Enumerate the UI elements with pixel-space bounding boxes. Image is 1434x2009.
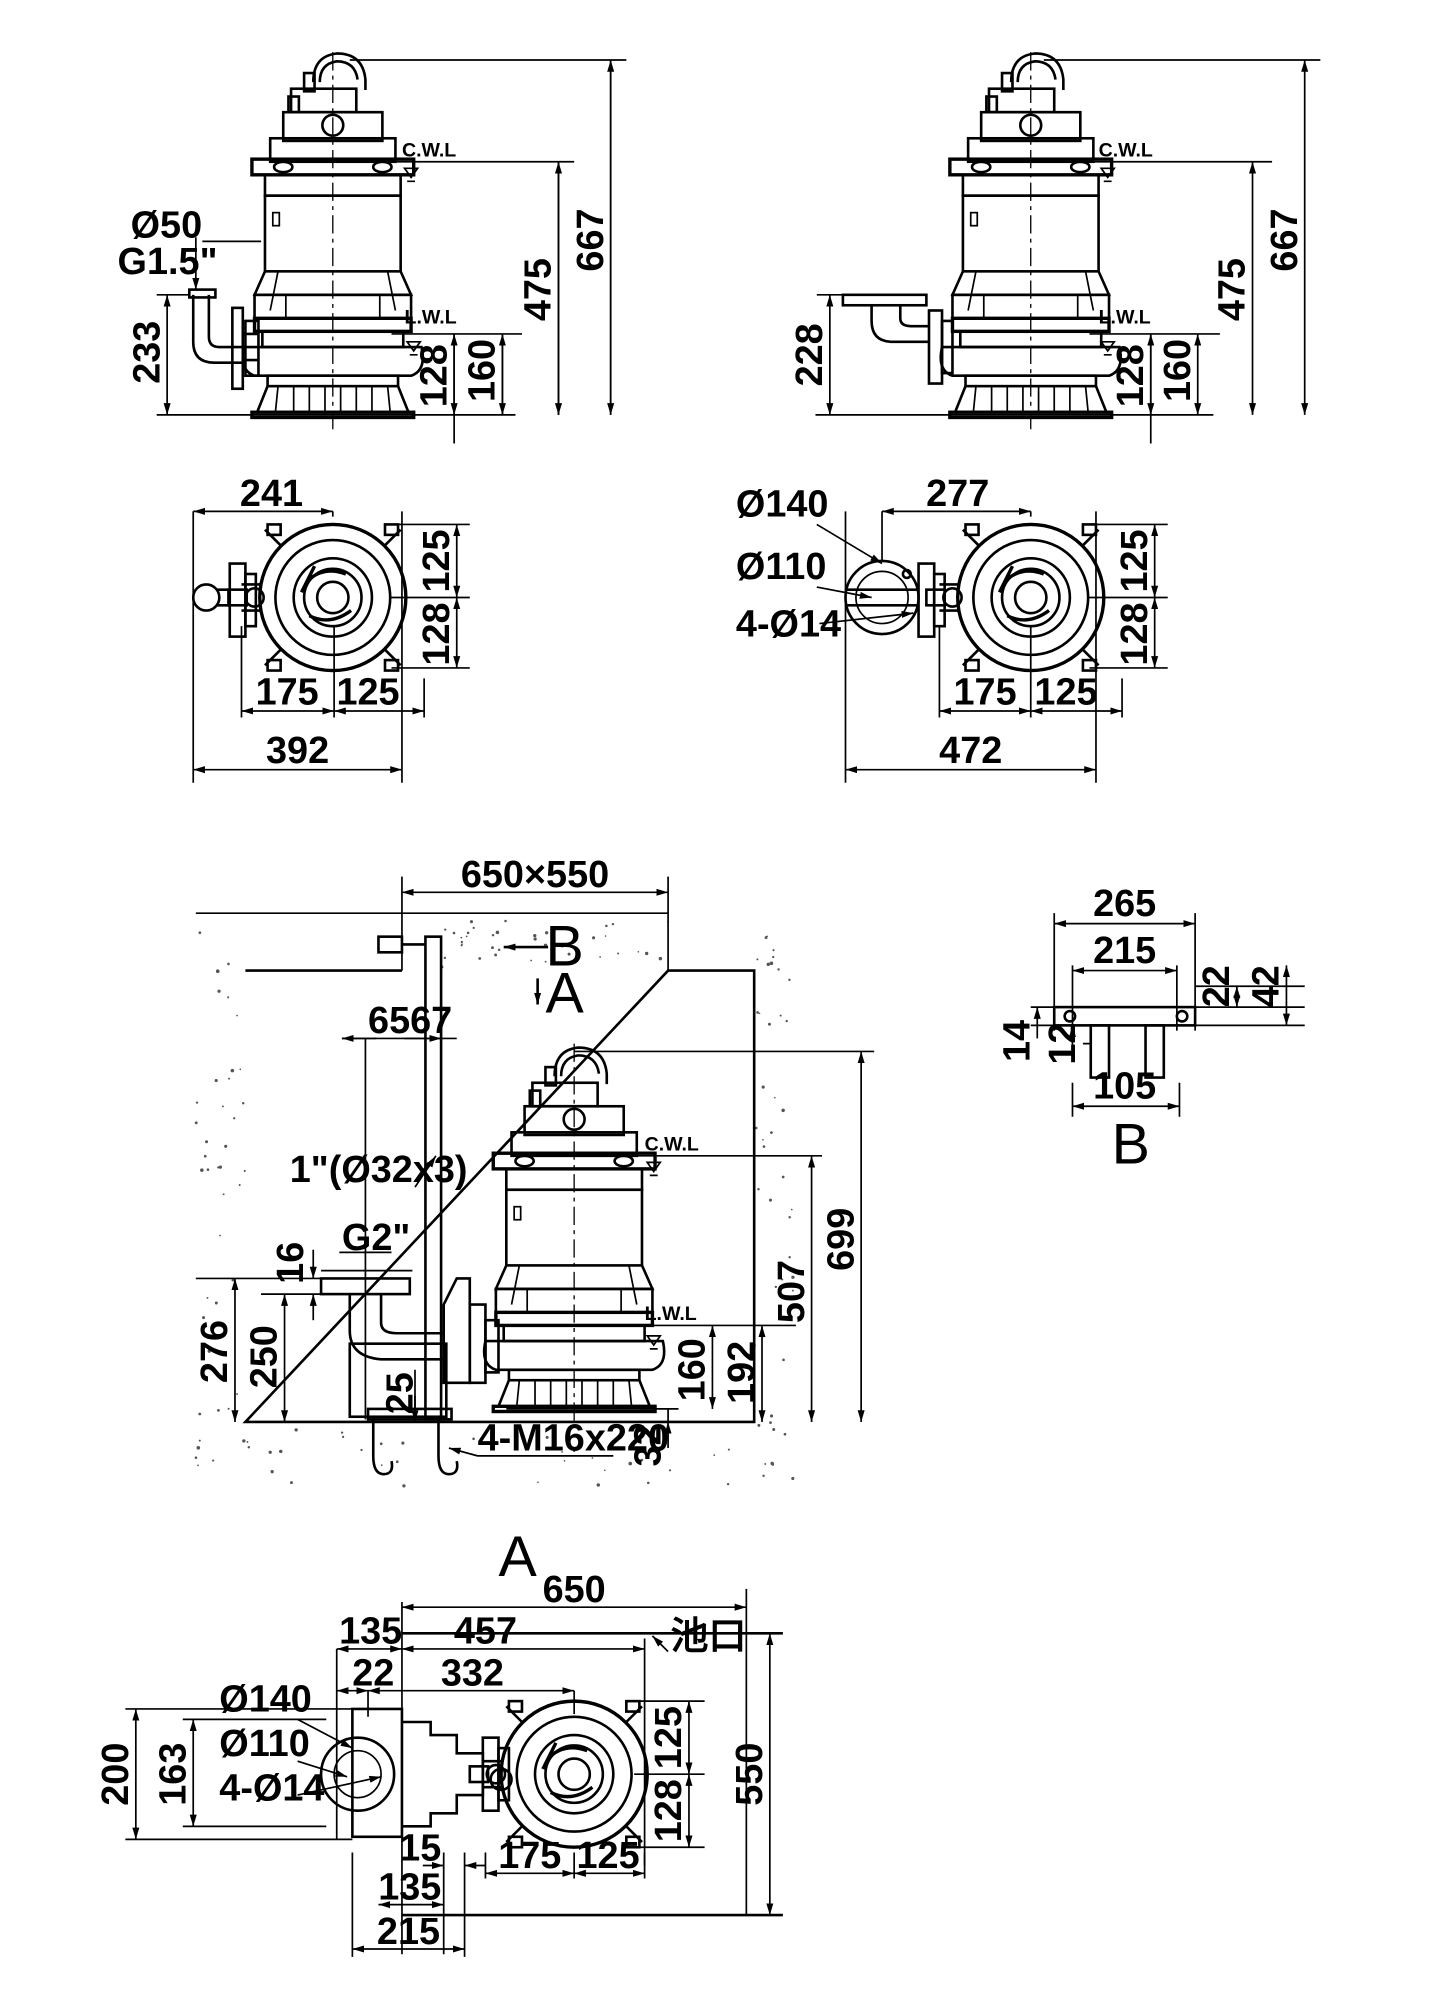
- dim-472-label: 472: [939, 730, 1002, 772]
- dim-215-label: 215: [1093, 930, 1156, 972]
- concrete-texture: [194, 919, 795, 1488]
- dim-200-label: 200: [95, 1743, 137, 1806]
- dim-392-label: 392: [266, 730, 329, 772]
- cwl-marker-label: C.W.L: [645, 1134, 699, 1156]
- plan-a-title: A: [498, 1525, 537, 1589]
- dim-128-label: 128: [648, 1779, 690, 1842]
- dim-holes-label: 4-Ø14: [219, 1767, 324, 1809]
- dim-250-label: 250: [244, 1325, 286, 1388]
- dim-128-label: 128: [413, 344, 455, 407]
- dim-15-label: 15: [399, 1827, 441, 1869]
- dim-457-label: 457: [454, 1611, 517, 1653]
- pump-elevation-left: Ø50 G1.5" 233 C.W.L L.W.L 128 160 475 66…: [118, 51, 627, 444]
- section-b-marker: B: [545, 914, 583, 978]
- dim-125-label: 125: [1114, 529, 1156, 592]
- dim-277-label: 277: [926, 473, 989, 515]
- dim-160-label: 160: [462, 339, 504, 402]
- dim-105-label: 105: [1093, 1065, 1156, 1107]
- dim-699-label: 699: [820, 1208, 862, 1271]
- dim-125-label: 125: [416, 529, 458, 592]
- dim-667-label: 667: [570, 208, 612, 271]
- cwl-marker-label: C.W.L: [1099, 140, 1153, 162]
- detail-b-title: B: [1112, 1113, 1150, 1177]
- pit-edge-label: 池口: [671, 1616, 747, 1658]
- dim-d110-label: Ø110: [219, 1723, 309, 1765]
- dim-d50-label: Ø50: [131, 204, 203, 246]
- dim-175-label: 175: [498, 1835, 561, 1877]
- dim-667-label: 667: [1264, 208, 1306, 271]
- lwl-marker-label: L.W.L: [405, 307, 457, 329]
- dim-192-label: 192: [721, 1341, 763, 1404]
- pipe-size-label: 1"(Ø32x3): [290, 1149, 468, 1191]
- dim-475-label: 475: [1212, 258, 1254, 321]
- dim-160-label: 160: [1157, 339, 1199, 402]
- dim-650-label: 650: [543, 1569, 606, 1611]
- dim-32-label: 32: [627, 1424, 669, 1466]
- pump-plan-right: 277 Ø140 Ø110 4-Ø14 125 128 175 125 472: [736, 473, 1168, 783]
- section-a-marker: A: [545, 961, 584, 1025]
- detail-b: 265 215 22 42 14 12 105 B: [996, 883, 1305, 1177]
- plan-a: A 650 135 457 池口 22 332 Ø140 Ø110 4-Ø14 …: [95, 1525, 783, 1957]
- dim-215-label: 215: [377, 1911, 440, 1953]
- dim-22-label: 22: [352, 1652, 394, 1694]
- dim-125b-label: 125: [1034, 671, 1097, 713]
- pump-plan-left: 241 125 128 175 125 392: [191, 473, 470, 783]
- dim-125b-label: 125: [577, 1835, 640, 1877]
- dim-128-label: 128: [1114, 602, 1156, 665]
- dim-14-label: 14: [996, 1020, 1038, 1062]
- dim-265-label: 265: [1093, 883, 1156, 925]
- dim-d140-label: Ø140: [219, 1679, 312, 1721]
- dim-125b-label: 125: [336, 671, 399, 713]
- pump-elevation-right: 228 C.W.L L.W.L 128 160 475 667: [789, 51, 1321, 444]
- cwl-marker-label: C.W.L: [402, 140, 456, 162]
- dim-135b-label: 135: [378, 1866, 441, 1908]
- dim-22-label: 22: [1196, 965, 1238, 1007]
- dim-d110-label: Ø110: [736, 546, 826, 588]
- installation-section: 650×550 B A 6567 1"(Ø32x3) G2" 16 276 25…: [194, 854, 875, 1488]
- dim-233-label: 233: [126, 321, 168, 384]
- dim-175-label: 175: [256, 671, 319, 713]
- dim-228-label: 228: [789, 323, 831, 386]
- dim-475-label: 475: [518, 258, 560, 321]
- dim-550-label: 550: [729, 1743, 771, 1806]
- dim-332-label: 332: [441, 1652, 504, 1694]
- dim-16-label: 16: [270, 1242, 312, 1284]
- dim-12-label: 12: [1042, 1023, 1084, 1065]
- dim-holes-label: 4-Ø14: [736, 604, 841, 646]
- dim-125-label: 125: [648, 1706, 690, 1769]
- dim-6567-label: 6567: [368, 1000, 452, 1042]
- dim-g15-label: G1.5": [118, 241, 218, 283]
- dim-d140-label: Ø140: [736, 484, 829, 526]
- dim-507-label: 507: [771, 1260, 813, 1323]
- dim-25-label: 25: [379, 1372, 421, 1414]
- dim-pit-label: 650×550: [461, 854, 609, 896]
- dim-163-label: 163: [152, 1743, 194, 1806]
- dim-135-label: 135: [339, 1611, 402, 1653]
- lwl-marker-label: L.W.L: [645, 1303, 697, 1325]
- dim-175-label: 175: [954, 671, 1017, 713]
- dim-42-label: 42: [1246, 965, 1288, 1007]
- dim-160-label: 160: [672, 1338, 714, 1401]
- lwl-marker-label: L.W.L: [1099, 307, 1151, 329]
- g2-label: G2": [342, 1217, 410, 1259]
- dim-241-label: 241: [240, 473, 303, 515]
- dim-128-label: 128: [416, 602, 458, 665]
- dim-128-label: 128: [1110, 344, 1152, 407]
- anchor-bolts-label: 4-M16x220: [478, 1418, 669, 1460]
- dim-276-label: 276: [194, 1320, 236, 1383]
